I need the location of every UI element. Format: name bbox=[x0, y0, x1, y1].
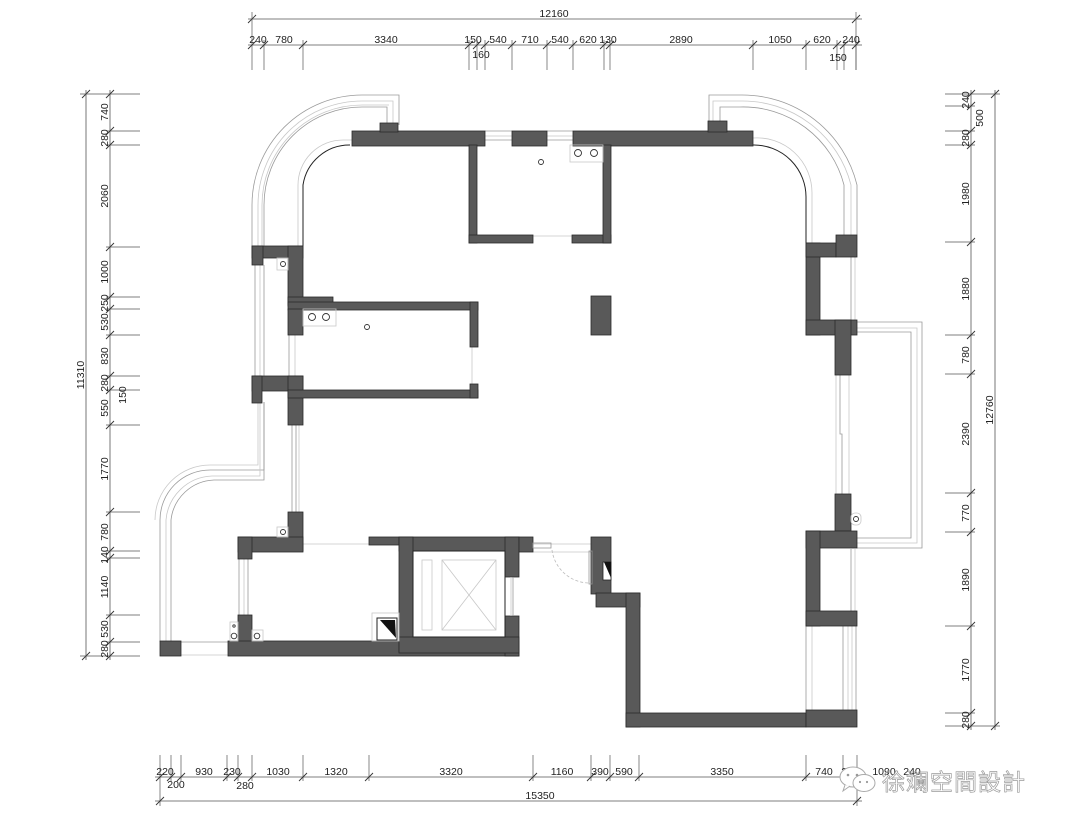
dim-label: 130 bbox=[599, 34, 617, 46]
dim-label: 200 bbox=[167, 779, 185, 791]
dim-label: 1140 bbox=[99, 576, 111, 599]
dim-label: 280 bbox=[99, 129, 111, 147]
dim-label: 280 bbox=[960, 711, 972, 729]
dim-label: 1890 bbox=[960, 568, 972, 592]
dim-label: 1320 bbox=[324, 766, 348, 778]
dim-label: 770 bbox=[960, 504, 972, 522]
drain-icon bbox=[364, 324, 370, 330]
dim-label: 1000 bbox=[99, 260, 111, 284]
dim-label: 240 bbox=[842, 34, 860, 46]
dim-label: 590 bbox=[615, 766, 633, 778]
dim-label: 3340 bbox=[374, 34, 398, 46]
drain-icon bbox=[232, 624, 236, 628]
wechat-icon bbox=[839, 766, 876, 793]
dim-label: 620 bbox=[579, 34, 597, 46]
dim-label: 830 bbox=[99, 347, 111, 365]
dim-label: 280 bbox=[960, 129, 972, 147]
dim-label: 1980 bbox=[960, 182, 972, 206]
top-dimension-chain: 12160 240 780 3340 150 160 540 710 bbox=[247, 8, 862, 70]
dim-label: 280 bbox=[99, 374, 111, 392]
shaft-mark bbox=[604, 562, 611, 578]
dim-label: 540 bbox=[551, 34, 569, 46]
dim-label: 2060 bbox=[99, 184, 111, 208]
dim-label: 390 bbox=[591, 766, 609, 778]
dim-label: 740 bbox=[99, 103, 111, 121]
dim-label: 710 bbox=[521, 34, 539, 46]
dim-label: 540 bbox=[489, 34, 507, 46]
dim-label: 2890 bbox=[669, 34, 693, 46]
dim-label: 500 bbox=[974, 109, 986, 127]
drain-icon bbox=[230, 632, 238, 640]
dim-label: 220 bbox=[156, 766, 174, 778]
watermark-text: 徐斓空間設計 bbox=[882, 770, 1026, 797]
dim-label: 150 bbox=[117, 386, 129, 404]
dim-label: 530 bbox=[99, 313, 111, 331]
dim-label: 280 bbox=[99, 640, 111, 658]
dim-label: 230 bbox=[223, 766, 241, 778]
shaft-mark bbox=[380, 620, 396, 638]
dim-label: 1160 bbox=[551, 766, 574, 778]
drain-icon bbox=[253, 632, 261, 640]
dim-label: 1050 bbox=[768, 34, 792, 46]
door-leaf bbox=[588, 550, 593, 585]
dim-label: 1770 bbox=[99, 457, 111, 481]
window-balcony-lines bbox=[154, 94, 923, 710]
dim-label: 780 bbox=[960, 346, 972, 364]
left-dimension-chain: 11310 740 280 2060 1000 250 530 830 150 bbox=[75, 89, 140, 661]
walls bbox=[159, 120, 858, 728]
dim-label: 150 bbox=[464, 34, 482, 46]
dim-label: 240 bbox=[249, 34, 267, 46]
fixtures bbox=[229, 144, 862, 642]
dim-label: 160 bbox=[472, 49, 490, 61]
dim-label: 550 bbox=[99, 399, 111, 417]
drain-icon bbox=[280, 261, 286, 267]
dim-label: 530 bbox=[99, 620, 111, 638]
dim-label: 1090 bbox=[872, 766, 896, 778]
dim-label: 140 bbox=[99, 546, 111, 564]
dim-label: 780 bbox=[99, 523, 111, 541]
drain-icon bbox=[280, 529, 286, 535]
dim-label: 2390 bbox=[960, 422, 972, 446]
elevator-counterweight bbox=[421, 559, 433, 631]
door-swing-arc bbox=[551, 549, 591, 584]
elevator-shaft bbox=[412, 550, 506, 638]
dim-label: 3350 bbox=[710, 766, 734, 778]
dim-label: 620 bbox=[813, 34, 831, 46]
door-leaf bbox=[532, 542, 552, 549]
dim-label: 240 bbox=[903, 766, 921, 778]
dim-label: 740 bbox=[815, 766, 833, 778]
dim-label: 250 bbox=[99, 294, 111, 312]
pipe-icon bbox=[322, 313, 330, 321]
pipe-icon bbox=[308, 313, 316, 321]
dim-label: 1770 bbox=[960, 658, 972, 682]
dim-left-total: 11310 bbox=[75, 361, 87, 390]
dim-label: 150 bbox=[829, 52, 847, 64]
pipe-icon bbox=[574, 149, 582, 157]
drain-icon bbox=[853, 516, 859, 522]
dim-label: 1880 bbox=[960, 277, 972, 301]
dim-label: 3320 bbox=[439, 766, 463, 778]
dim-label: 240 bbox=[960, 91, 972, 109]
dim-bottom-total: 15350 bbox=[525, 790, 554, 802]
bottom-dimension-chain: 220 200 930 230 280 1030 1320 3320 1160 … bbox=[155, 755, 921, 806]
pipe-icon bbox=[590, 149, 598, 157]
dim-label: 780 bbox=[275, 34, 293, 46]
dim-right-total: 12760 bbox=[984, 395, 996, 424]
dim-label: 930 bbox=[195, 766, 213, 778]
drain-icon bbox=[538, 159, 544, 165]
dim-top-total: 12160 bbox=[539, 8, 568, 20]
elevator-car bbox=[441, 559, 497, 631]
dim-label: 280 bbox=[236, 780, 254, 792]
right-dimension-chain: 12760 240 500 280 1980 1880 780 2390 770… bbox=[945, 89, 1000, 731]
dim-label: 1030 bbox=[266, 766, 290, 778]
